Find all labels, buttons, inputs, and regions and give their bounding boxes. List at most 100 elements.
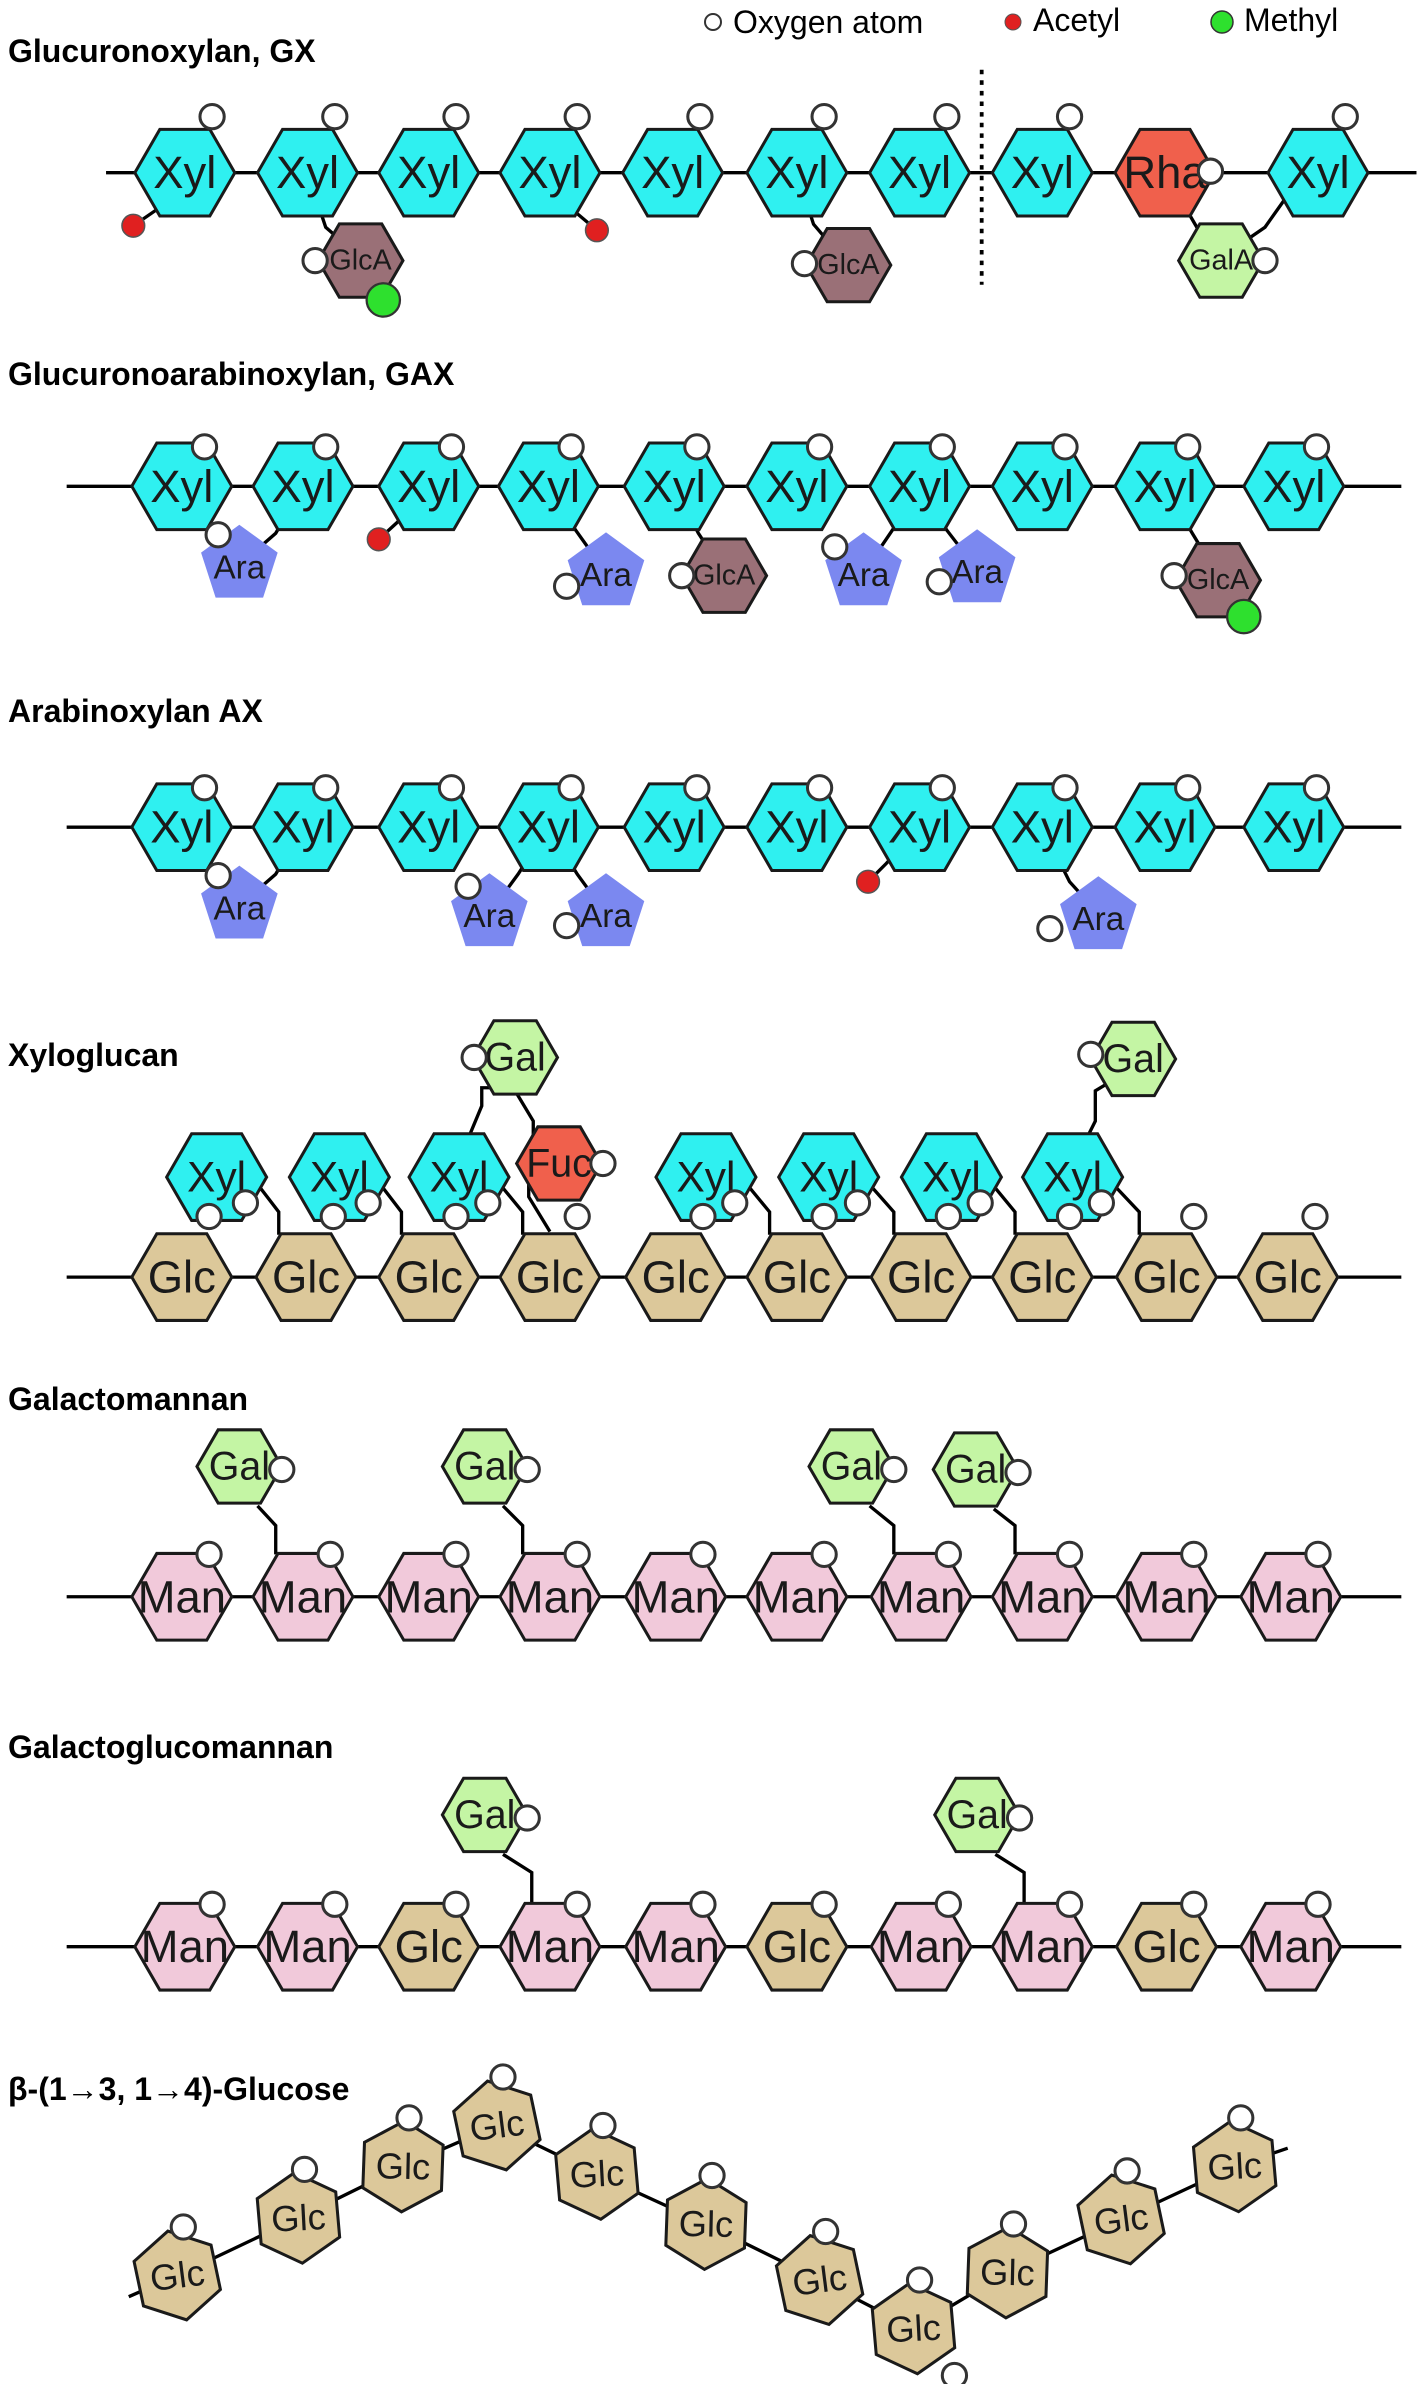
- xyl-label: Xyl: [765, 802, 828, 853]
- oxygen-atom: [925, 568, 953, 596]
- man-label: Man: [141, 1921, 229, 1972]
- legend-methyl-label: Methyl: [1244, 2, 1338, 38]
- glc-residue: Glc: [554, 2126, 640, 2222]
- legend-acetyl-label: Acetyl: [1033, 2, 1120, 38]
- gala-ring: [1176, 222, 1266, 299]
- man-label: Man: [385, 1571, 473, 1622]
- glc-residue: Glc: [745, 1901, 849, 1992]
- oxygen-atom: [1304, 1540, 1332, 1568]
- oxygen-atom: [195, 1540, 223, 1568]
- xyl-label: Xyl: [1286, 147, 1349, 198]
- man-residue: Man: [869, 1901, 973, 1992]
- xyl-label: Xyl: [271, 461, 334, 512]
- oxygen-atom: [1051, 433, 1079, 461]
- glc-ring: [870, 2281, 957, 2376]
- man-residue: Man: [498, 1901, 602, 1992]
- oxygen-atom: [563, 103, 591, 131]
- glc-label: Glc: [148, 1252, 216, 1303]
- glc-ring: [990, 1232, 1095, 1322]
- xyl-residue: Xyl: [745, 127, 849, 218]
- panel-title-gax: Glucuronoarabinoxylan, GAX: [8, 356, 455, 392]
- xyl-residue: Xyl: [622, 782, 726, 873]
- oxygen-atom: [1087, 1189, 1116, 1217]
- fuc-ring: [514, 1125, 604, 1202]
- oxygen-atom: [1331, 103, 1359, 131]
- xyl-residue: Xyl: [376, 441, 481, 532]
- panel-title-gx: Glucuronoxylan, GX: [8, 33, 316, 69]
- ara-residue: Ara: [1060, 876, 1137, 950]
- oxygen-atom: [395, 2104, 423, 2132]
- gal-residue: Gal: [470, 1019, 560, 1096]
- xyl-label: Xyl: [517, 461, 580, 512]
- xyl-label: Xyl: [888, 147, 951, 198]
- oxygen-atom: [190, 433, 219, 461]
- oxygen-atom: [321, 103, 349, 131]
- man-residue: Man: [1239, 1551, 1343, 1642]
- xyl-residue: Xyl: [1266, 127, 1370, 218]
- gal-label: Gal: [454, 1793, 515, 1837]
- oxygen-atom: [1113, 2157, 1141, 2185]
- man-residue: Man: [376, 1551, 481, 1642]
- branch-line: [869, 1185, 896, 1235]
- oxygen-atom: [204, 521, 232, 549]
- oxygen-atom: [513, 1455, 541, 1484]
- glc-residue: Glc: [361, 2119, 445, 2214]
- xyl-residue: Xyl: [498, 127, 602, 218]
- glc-residue: Glc: [376, 1901, 481, 1992]
- glc-residue: Glc: [498, 1232, 602, 1322]
- xyl-label: Xyl: [150, 461, 213, 512]
- methyl-group: [365, 282, 402, 318]
- glc-label: Glc: [885, 2307, 942, 2351]
- oxygen-atom: [689, 1202, 717, 1231]
- man-residue: Man: [745, 1551, 849, 1642]
- man-label: Man: [631, 1921, 719, 1972]
- oxygen-atom: [812, 2217, 840, 2246]
- acetyl-group: [121, 213, 146, 238]
- oxygen-atom: [198, 1890, 226, 1918]
- panel-title-beta-glucose: β-(1→3, 1→4)-Glucose: [8, 2071, 349, 2107]
- oxygen-atom: [442, 1890, 470, 1918]
- oxygen-atom: [204, 862, 232, 890]
- oxygen-atom: [460, 1043, 488, 1072]
- oxygen-atom: [934, 1890, 962, 1918]
- oxygen-atom: [1180, 1540, 1208, 1568]
- xyl-residue: Xyl: [130, 782, 234, 873]
- legend-oxygen-label: Oxygen atom: [733, 4, 923, 40]
- glc-residue: Glc: [130, 1232, 234, 1322]
- xyl-residue: Xyl: [251, 782, 355, 873]
- glc-residue: Glc: [376, 1232, 481, 1322]
- oxygen-atom: [1174, 774, 1202, 802]
- glc-label: Glc: [980, 2251, 1035, 2293]
- oxygen-atom: [1005, 1804, 1034, 1832]
- gal-ring: [195, 1428, 284, 1505]
- man-label: Man: [998, 1571, 1086, 1622]
- glc-residue: Glc: [774, 2233, 865, 2327]
- xyl-label: Xyl: [888, 461, 951, 512]
- xyl-label: Xyl: [271, 802, 334, 853]
- glca-residue: GlcA: [804, 226, 893, 304]
- oxygen-atom: [312, 433, 340, 461]
- man-label: Man: [263, 1921, 351, 1972]
- glc-ring: [255, 2170, 342, 2265]
- ara-residue: Ara: [567, 532, 645, 606]
- fuc-residue: Fuc: [514, 1125, 604, 1202]
- oxygen-atom: [689, 1890, 717, 1918]
- oxygen-atom: [301, 246, 329, 275]
- oxygen-atom: [513, 1804, 541, 1832]
- man-label: Man: [877, 1571, 965, 1622]
- xyl-residue: Xyl: [990, 782, 1095, 873]
- oxygen-atom: [698, 2161, 726, 2190]
- glc-ring: [1076, 2173, 1166, 2266]
- xyl-residue: Xyl: [745, 782, 849, 873]
- glca-label: GlcA: [693, 560, 756, 592]
- glc-residue: Glc: [254, 1232, 358, 1322]
- xyl-residue: Xyl: [255, 127, 360, 218]
- man-label: Man: [506, 1921, 594, 1972]
- glc-label: Glc: [467, 2102, 526, 2150]
- branch-line: [380, 1185, 404, 1235]
- oxygen-atom: [1174, 433, 1202, 461]
- ara-label: Ara: [580, 898, 632, 935]
- branch-line: [992, 1185, 1017, 1235]
